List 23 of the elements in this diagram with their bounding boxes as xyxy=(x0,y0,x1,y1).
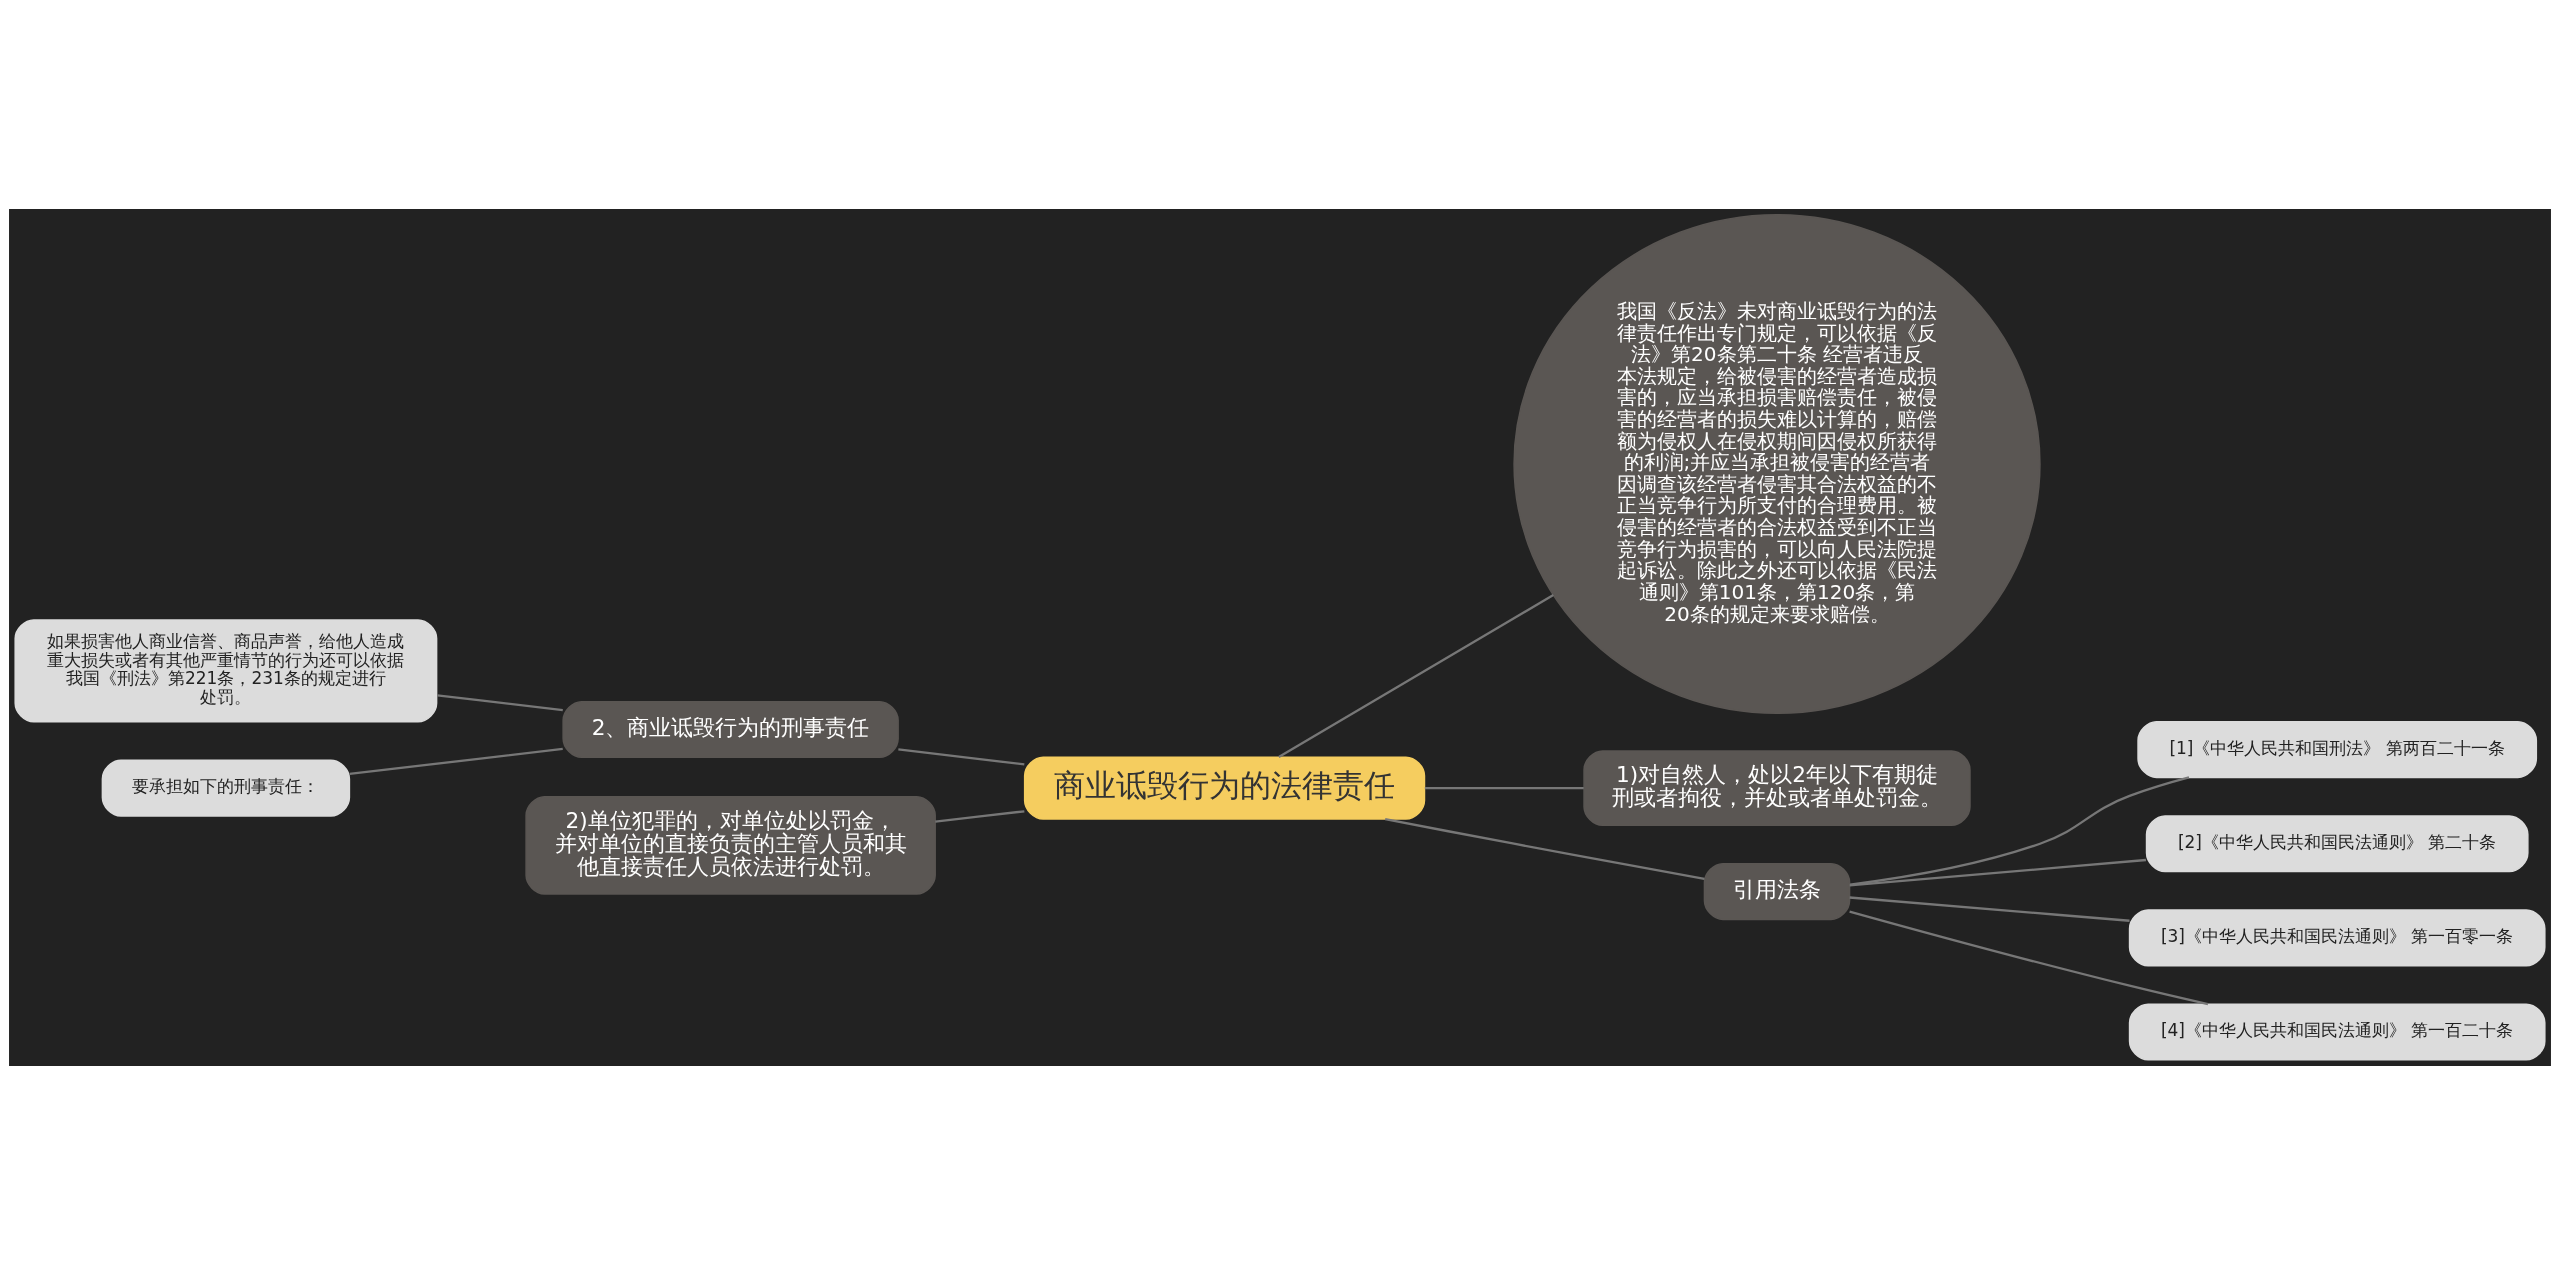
node-box: 商业诋毁行为的法律责任 xyxy=(1023,756,1426,820)
connector xyxy=(349,747,563,776)
connector xyxy=(1849,776,2190,886)
node-box: 引用法条 xyxy=(1703,863,1851,921)
connector xyxy=(898,748,1025,766)
node-box: 如果损害他人商业信誉、商品声誉，给他人造成重大损失或者有其他严重情节的行为还可以依据我国《刑法》第221条，231条的规定进行处罚。 xyxy=(14,619,438,723)
connector xyxy=(1278,594,1554,759)
connector xyxy=(1849,858,2147,887)
node-box: 2、商业诋毁行为的刑事责任 xyxy=(562,700,899,759)
connector xyxy=(437,694,563,712)
node-circle: 我国《反法》未对商业诋毁行为的法律责任作出专门规定，可以依据《反法》第20条第二十条 经营者违反本法规定，给被侵害的经营者造成损害的，应当承担损害赔偿责任，被侵害的经营者的损失难以计算的，赔偿额为侵权人在侵权期间因侵权所获得的利润;并应当承担被侵害的经营者因调查该经营者侵害其合法权益的不正当竞争行为所支付的合理费用。被侵害的经营者的合法权益受到不正当竞争行为损害的，可以向人民法院提起诉讼。除此之外还可以依据《民法通则》第101条，第120条，第20条的规定来要求赔偿。 xyxy=(1513,214,2041,714)
node-box: [1]《中华人民共和国刑法》 第两百二十一条 xyxy=(2137,721,2538,779)
connector xyxy=(1849,910,2209,1006)
node-box: [4]《中华人民共和国民法通则》 第一百二十条 xyxy=(2128,1003,2546,1061)
connector xyxy=(1849,896,2130,922)
node-box: 1)对自然人，处以2年以下有期徒刑或者拘役，并处或者单处罚金。 xyxy=(1583,750,1971,826)
node-box: [3]《中华人民共和国民法通则》 第一百零一条 xyxy=(2128,909,2546,967)
connector xyxy=(1424,787,1584,790)
connector xyxy=(935,810,1025,823)
connector xyxy=(1384,818,1705,880)
node-box: [2]《中华人民共和国民法通则》 第二十条 xyxy=(2145,815,2529,873)
node-box: 2)单位犯罪的，对单位处以罚金，并对单位的直接负责的主管人员和其他直接责任人员依法进行处罚。 xyxy=(525,795,936,895)
node-box: 要承担如下的刑事责任： xyxy=(101,759,351,817)
